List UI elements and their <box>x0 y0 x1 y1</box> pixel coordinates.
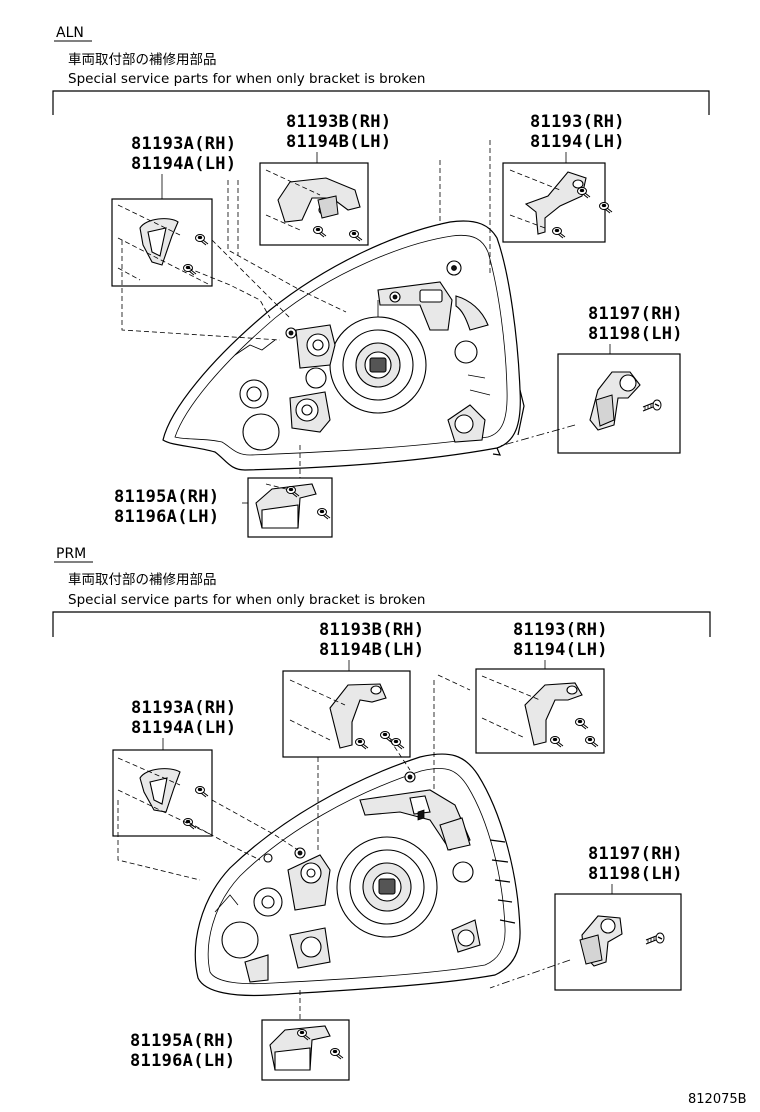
section-note-en: Special service parts for when only brac… <box>68 71 425 87</box>
bracket-box-e <box>261 1019 350 1081</box>
part-number-a-rh: 81193A(RH) <box>131 698 236 718</box>
part-number-a-lh: 81194A(LH) <box>131 154 236 174</box>
part-number-e-lh: 81196A(LH) <box>114 507 219 527</box>
part-number-e-lh: 81196A(LH) <box>130 1051 235 1071</box>
bracket-box-d <box>489 893 682 991</box>
part-number-b-rh: 81193B(RH) <box>286 112 391 132</box>
part-number-d-lh: 81198(LH) <box>588 864 683 884</box>
part-number-c-lh: 81194(LH) <box>530 132 625 152</box>
bracket-box-b <box>282 670 411 758</box>
section-title: ALN <box>56 25 84 41</box>
bracket-box-a <box>111 198 213 287</box>
section-prm: PRM 車両取付部の補修用部品 Special service parts fo… <box>52 546 711 1081</box>
part-number-b-lh: 81194B(LH) <box>319 640 424 660</box>
part-number-e-rh: 81195A(RH) <box>130 1031 235 1051</box>
part-number-d-rh: 81197(RH) <box>588 844 683 864</box>
part-number-e-rh: 81195A(RH) <box>114 487 219 507</box>
bracket-box-c <box>475 668 605 754</box>
headlamp-housing-aln <box>162 220 525 471</box>
part-number-c-rh: 81193(RH) <box>513 620 608 640</box>
part-number-b-rh: 81193B(RH) <box>319 620 424 640</box>
section-aln: ALN 車両取付部の補修用部品 Special service parts fo… <box>52 25 710 538</box>
headlamp-housing-prm <box>194 753 521 997</box>
bracket-box-c <box>502 162 613 243</box>
bracket-box-b <box>259 162 369 246</box>
bracket-box-a <box>112 749 213 837</box>
part-number-a-rh: 81193A(RH) <box>131 134 236 154</box>
part-number-d-rh: 81197(RH) <box>588 304 683 324</box>
part-number-a-lh: 81194A(LH) <box>131 718 236 738</box>
part-number-d-lh: 81198(LH) <box>588 324 683 344</box>
bracket-box-d <box>499 353 681 454</box>
section-note-jp: 車両取付部の補修用部品 <box>68 572 217 588</box>
section-note-jp: 車両取付部の補修用部品 <box>68 52 217 68</box>
part-number-c-rh: 81193(RH) <box>530 112 625 132</box>
bracket-box-e <box>247 477 333 538</box>
section-title: PRM <box>56 546 86 562</box>
part-number-c-lh: 81194(LH) <box>513 640 608 660</box>
diagram-code: 812075B <box>688 1092 747 1107</box>
part-number-b-lh: 81194B(LH) <box>286 132 391 152</box>
section-note-en: Special service parts for when only brac… <box>68 592 425 608</box>
